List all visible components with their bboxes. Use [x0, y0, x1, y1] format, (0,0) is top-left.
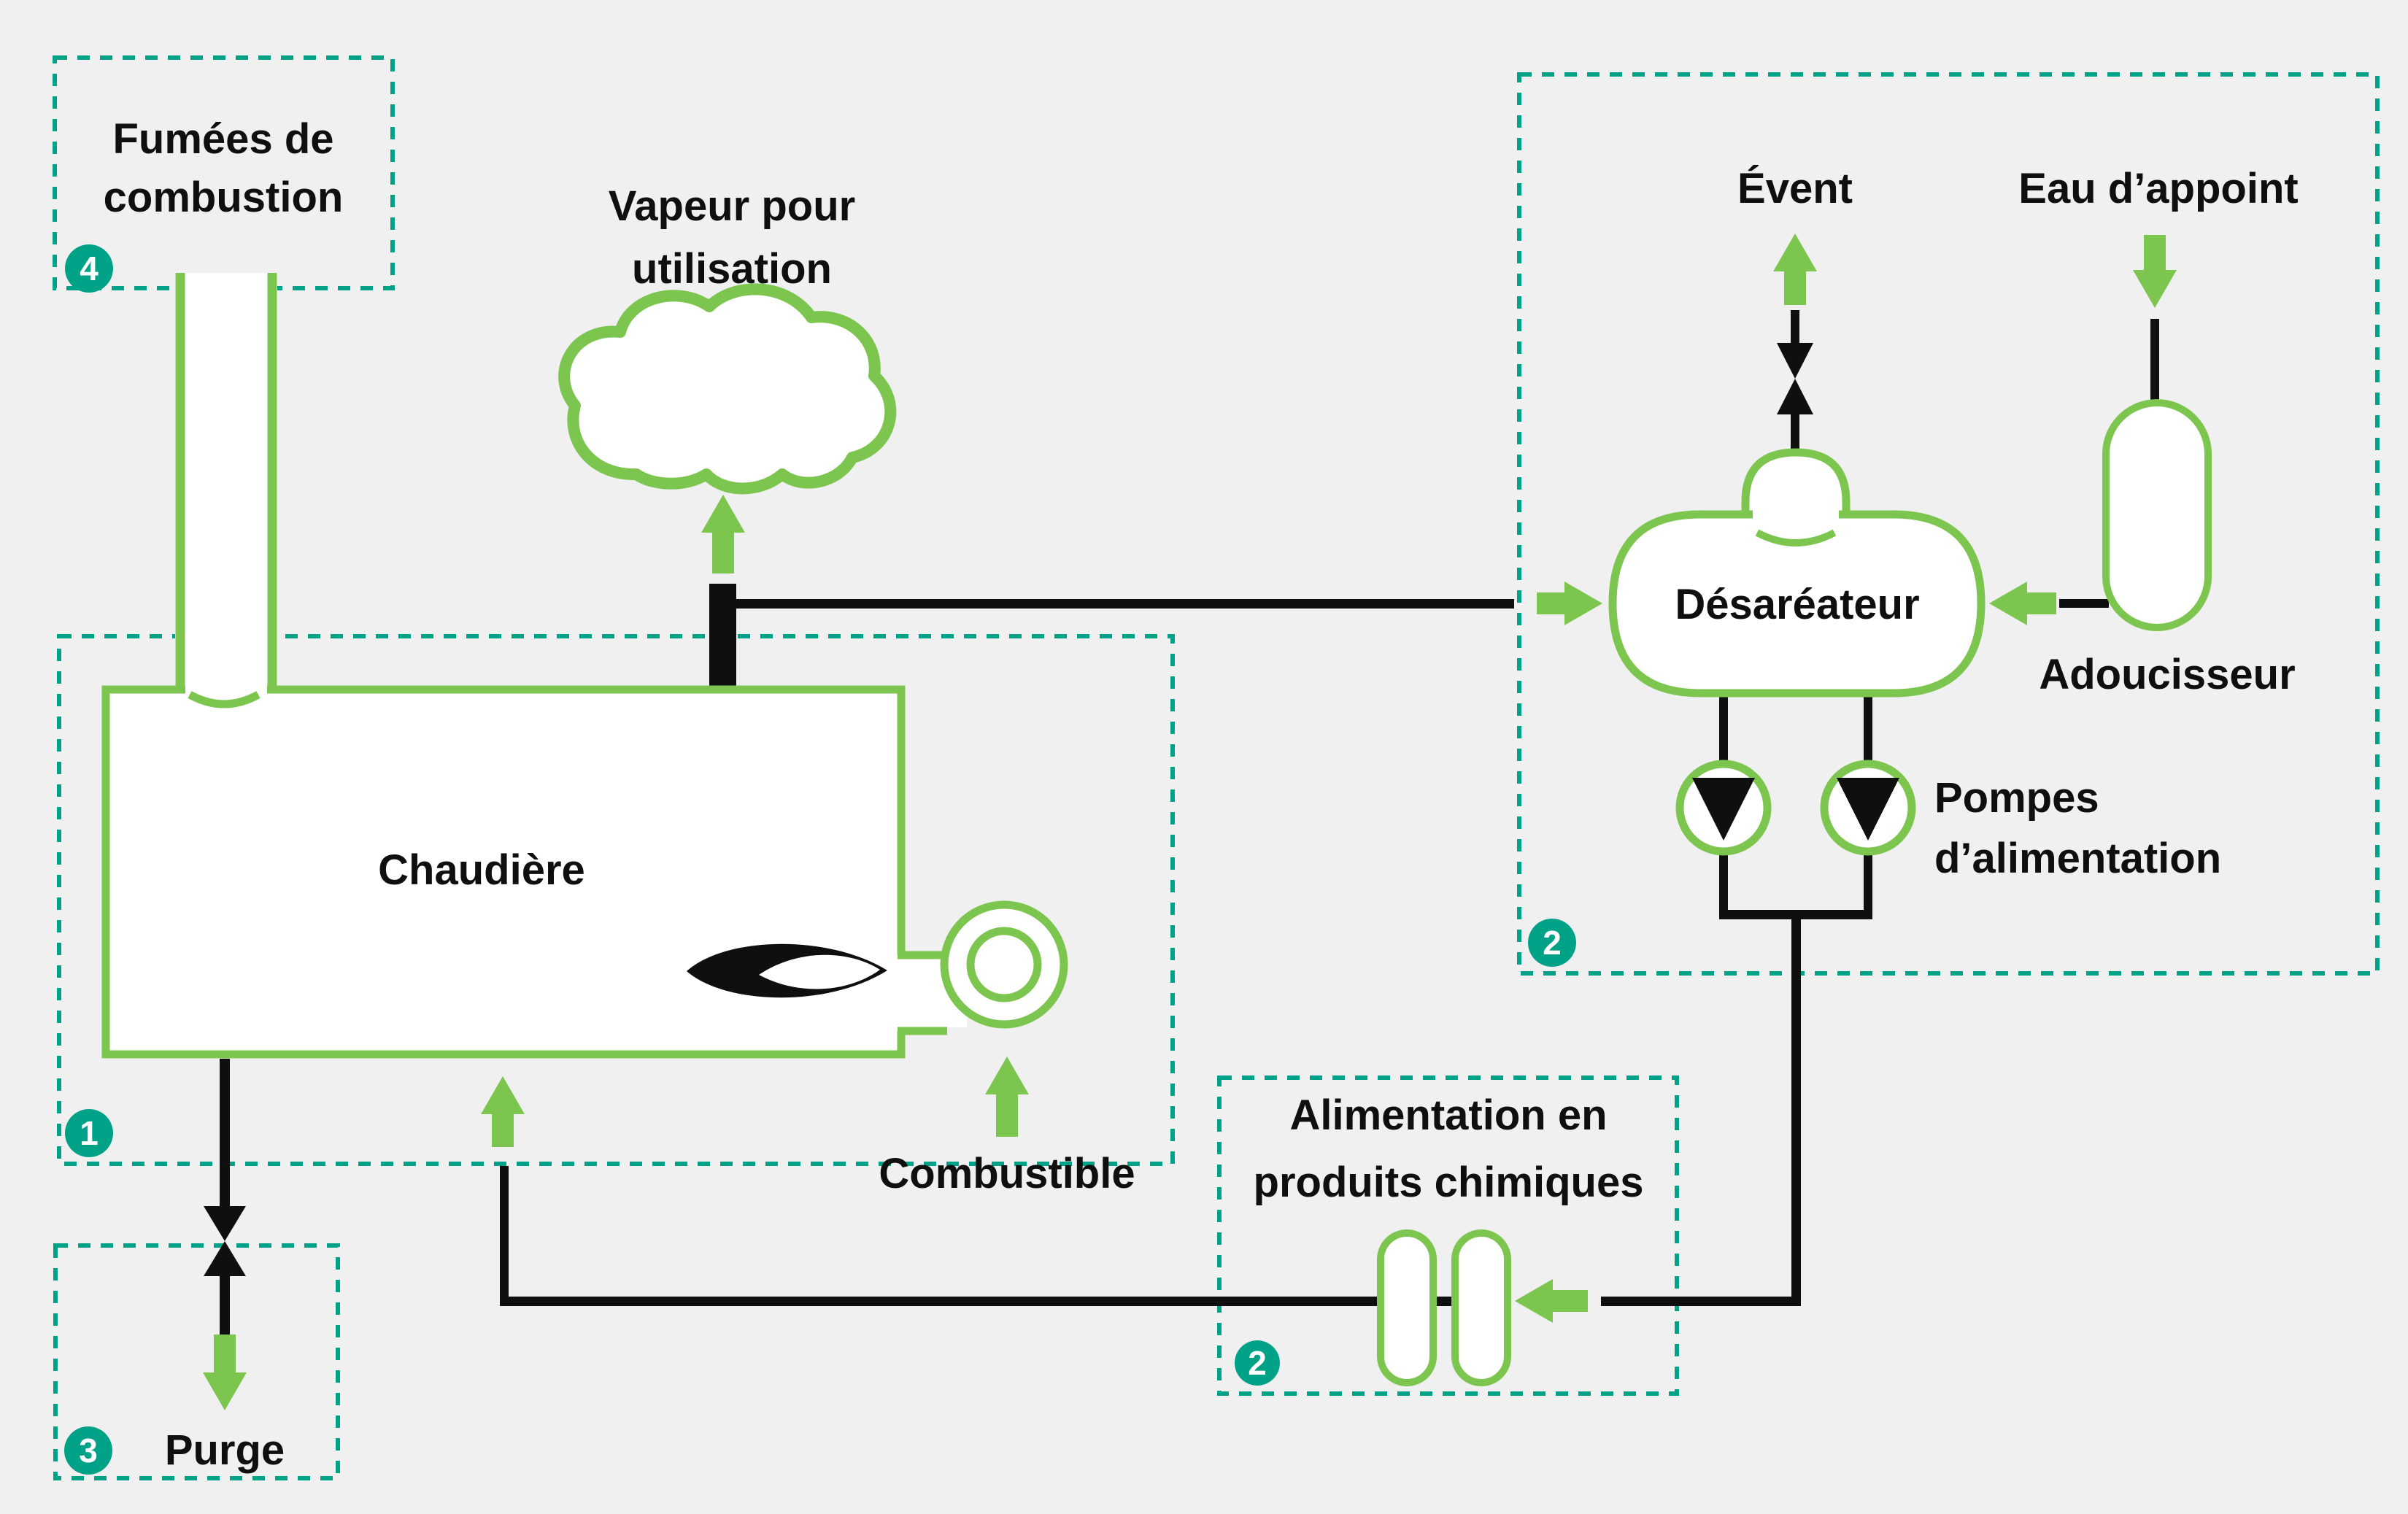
zone-flue-gas — [53, 55, 395, 290]
feed-pumps — [1675, 760, 1916, 856]
steam-pipe-vertical — [709, 584, 736, 693]
fuel-up-arrow — [985, 1057, 1029, 1137]
purge-valve-icon — [204, 1206, 246, 1276]
badge-number: 1 — [80, 1114, 99, 1152]
deaerator-vessel — [1608, 448, 1986, 698]
steam-up-arrow — [701, 495, 745, 573]
steam-label-line1: Vapeur pour — [609, 182, 855, 230]
badge-number: 2 — [1248, 1344, 1267, 1382]
purge-down-arrow — [203, 1335, 247, 1410]
pump-discharge-pipe — [1791, 914, 1801, 1306]
pump-merge-pipe — [1719, 910, 1872, 919]
feedwater-riser — [500, 1166, 509, 1306]
boiler-label: Chaudière — [378, 846, 585, 894]
pipes — [220, 310, 2159, 1336]
feedwater-pipe-left — [500, 1297, 1509, 1306]
purge-pipe-upper — [220, 1058, 230, 1208]
chemical-label-line2: produits chimiques — [1254, 1159, 1644, 1206]
chemical-label-line1: Alimentation en — [1289, 1092, 1607, 1139]
feedwater-up-arrow — [481, 1076, 525, 1147]
deaerator-label: Désaréateur — [1675, 581, 1919, 628]
pump-outlet-left — [1719, 850, 1728, 914]
vent-label: Évent — [1737, 165, 1853, 212]
zone-purge — [53, 1243, 340, 1480]
chemical-feed-tanks — [1377, 1229, 1511, 1386]
makeup-water-label: Eau d’appoint — [2018, 165, 2298, 212]
zone-feedwater — [1517, 72, 2380, 976]
steam-label-line2: utilisation — [632, 245, 832, 293]
badge-number: 2 — [1543, 924, 1562, 962]
pump-suction-right — [1864, 692, 1872, 765]
badge-purge: 3 — [64, 1426, 112, 1475]
vent-up-arrow — [1773, 233, 1817, 305]
boiler-vessel — [101, 684, 1068, 1059]
badge-number: 4 — [80, 250, 99, 287]
boiler-outline — [101, 685, 906, 1059]
chemical-tank-icon — [1451, 1229, 1511, 1386]
deaerator-inlet-arrow — [1537, 582, 1602, 625]
makeup-water-pipe — [2150, 319, 2159, 406]
vent-pipe-lower — [1791, 410, 1799, 458]
makeup-down-arrow — [2133, 235, 2177, 308]
burner-nozzle-icon — [966, 927, 1042, 1003]
zone-chemical-feed — [1217, 1075, 1679, 1396]
badge-number: 3 — [79, 1432, 98, 1469]
badge-flue-gas: 4 — [65, 244, 113, 293]
softener-to-deaerator-arrow — [1989, 582, 2056, 625]
purge-pipe-lower — [220, 1275, 230, 1336]
fuel-label: Combustible — [879, 1150, 1135, 1197]
pump-suction-left — [1719, 692, 1728, 765]
chemical-tank-icon — [1377, 1229, 1437, 1386]
chemical-feed-arrow — [1515, 1279, 1588, 1323]
chimney — [175, 273, 277, 695]
feedwater-pipe-right — [1601, 1297, 1801, 1306]
chimney-joint-arc — [188, 691, 261, 708]
vent-valve-icon — [1777, 343, 1813, 414]
pump-outlet-right — [1864, 850, 1872, 914]
badge-boiler: 1 — [65, 1109, 113, 1157]
steam-pipe-to-deaerator — [736, 599, 1514, 609]
flue-gas-label-line2: combustion — [104, 174, 344, 221]
softener-outlet-pipe — [2059, 599, 2109, 608]
vent-pipe-upper — [1791, 310, 1799, 344]
zone-boiler — [57, 634, 1175, 1166]
badge-feedwater: 2 — [1528, 919, 1576, 967]
flame-icon — [687, 943, 887, 998]
badge-chemical: 2 — [1235, 1340, 1280, 1386]
dome-joint-arc — [1755, 529, 1837, 546]
pumps-label-line2: d’alimentation — [1934, 835, 2221, 882]
deaerator-body — [1608, 510, 1986, 698]
purge-label: Purge — [165, 1426, 285, 1474]
flue-gas-label-line1: Fumées de — [113, 115, 334, 163]
softener-vessel — [2102, 399, 2212, 631]
pumps-label-line1: Pompes — [1934, 774, 2099, 822]
steam-cloud-icon — [558, 283, 897, 495]
softener-label: Adoucisseur — [2039, 651, 2295, 698]
